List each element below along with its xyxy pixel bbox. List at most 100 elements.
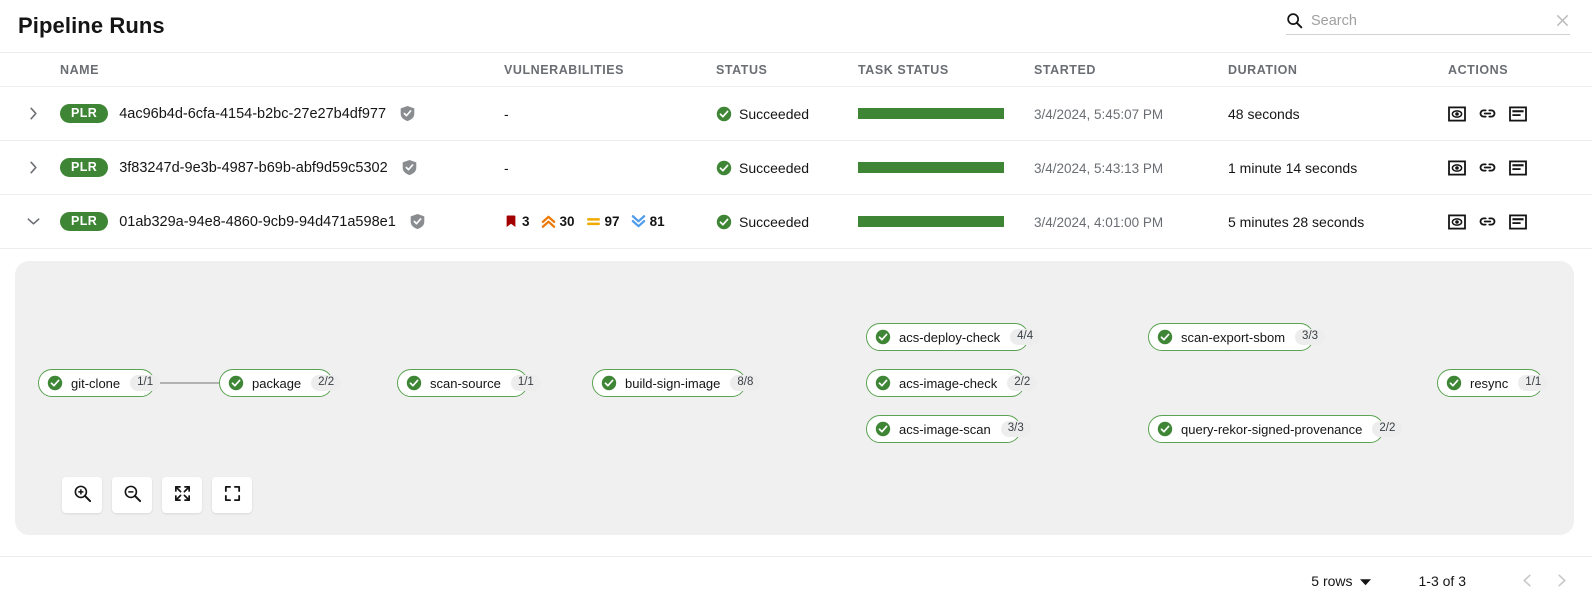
graph-node-label: git-clone bbox=[71, 375, 121, 391]
column-name: NAME bbox=[60, 52, 504, 87]
shield-check-icon bbox=[401, 159, 418, 176]
column-task-status: TASK STATUS bbox=[858, 52, 1034, 87]
task-status-bar[interactable] bbox=[858, 108, 1004, 119]
link-icon[interactable] bbox=[1478, 213, 1497, 231]
column-started: STARTED bbox=[1034, 52, 1228, 87]
rows-per-page-select[interactable]: 5 rows bbox=[1311, 572, 1371, 589]
expand-arrows-icon bbox=[173, 484, 192, 506]
check-circle-icon bbox=[228, 375, 244, 391]
check-circle-icon bbox=[601, 375, 617, 391]
run-name-link[interactable]: 01ab329a-94e8-4860-9cb9-94d471a598e1 bbox=[119, 213, 396, 230]
task-status-bar-succeeded bbox=[858, 162, 1004, 173]
graph-node-count: 1/1 bbox=[1518, 375, 1549, 391]
column-status: STATUS bbox=[716, 52, 858, 87]
pagination-footer: 5 rows 1-3 of 3 bbox=[0, 556, 1592, 604]
view-logs-icon[interactable] bbox=[1448, 213, 1466, 231]
run-name-link[interactable]: 4ac96b4d-6cfa-4154-b2bc-27e27b4df977 bbox=[119, 105, 387, 122]
chevron-right-icon[interactable] bbox=[22, 103, 44, 125]
prev-page-button[interactable] bbox=[1510, 564, 1544, 598]
graph-node-label: acs-image-check bbox=[899, 375, 998, 391]
plr-badge: PLR bbox=[60, 157, 109, 178]
plr-badge: PLR bbox=[60, 211, 109, 232]
status-label: Succeeded bbox=[739, 105, 810, 122]
graph-node-label: scan-source bbox=[430, 375, 501, 391]
details-icon[interactable] bbox=[1509, 213, 1527, 231]
pipeline-runs-table: NAME VULNERABILITIES STATUS TASK STATUS … bbox=[0, 52, 1592, 249]
check-circle-icon bbox=[1157, 329, 1173, 345]
row-name-cell: PLR 3f83247d-9e3b-4987-b69b-abf9d59c5302 bbox=[60, 140, 504, 195]
details-icon[interactable] bbox=[1509, 105, 1527, 123]
check-circle-icon bbox=[875, 375, 891, 391]
chevron-down-icon[interactable] bbox=[22, 211, 44, 233]
column-duration: DURATION bbox=[1228, 52, 1448, 87]
rows-per-page-label: 5 rows bbox=[1311, 572, 1353, 589]
run-name-link[interactable]: 3f83247d-9e3b-4987-b69b-abf9d59c5302 bbox=[119, 159, 388, 176]
fit-view-button[interactable] bbox=[162, 477, 202, 513]
details-icon[interactable] bbox=[1509, 159, 1527, 177]
check-circle-icon bbox=[716, 106, 732, 122]
row-task-status-cell bbox=[858, 140, 1034, 195]
row-status-cell: Succeeded bbox=[716, 194, 858, 249]
link-icon[interactable] bbox=[1478, 105, 1497, 123]
chevron-left-icon bbox=[1520, 573, 1535, 588]
graph-node-label: acs-image-scan bbox=[899, 421, 991, 437]
graph-node-count: 3/3 bbox=[1000, 421, 1031, 437]
view-logs-icon[interactable] bbox=[1448, 159, 1466, 177]
view-logs-icon[interactable] bbox=[1448, 105, 1466, 123]
close-icon[interactable] bbox=[1555, 13, 1570, 28]
duration-value: 5 minutes 28 seconds bbox=[1228, 213, 1365, 230]
link-icon[interactable] bbox=[1478, 159, 1497, 177]
page-title: Pipeline Runs bbox=[18, 13, 165, 38]
graph-node-scan-source[interactable]: scan-source 1/1 bbox=[397, 369, 541, 397]
chevron-right-icon[interactable] bbox=[22, 157, 44, 179]
graph-node-acs-image-check[interactable]: acs-image-check 2/2 bbox=[866, 369, 1038, 397]
chevron-double-up-icon bbox=[541, 214, 556, 229]
started-timestamp: 3/4/2024, 5:43:13 PM bbox=[1034, 160, 1164, 176]
check-circle-icon bbox=[1157, 421, 1173, 437]
zoom-in-button[interactable] bbox=[62, 477, 102, 513]
duration-value: 48 seconds bbox=[1228, 105, 1300, 122]
check-circle-icon bbox=[1446, 375, 1462, 391]
graph-node-count: 2/2 bbox=[1007, 375, 1038, 391]
row-status-cell: Succeeded bbox=[716, 140, 858, 195]
vulnerability-low: 81 bbox=[631, 214, 665, 229]
graph-node-count: 1/1 bbox=[510, 375, 541, 391]
graph-node-label: build-sign-image bbox=[625, 375, 721, 391]
reset-view-button[interactable] bbox=[212, 477, 252, 513]
row-task-status-cell bbox=[858, 86, 1034, 141]
task-status-bar[interactable] bbox=[858, 162, 1004, 173]
search-box[interactable] bbox=[1286, 12, 1570, 35]
graph-node-label: scan-export-sbom bbox=[1181, 329, 1286, 345]
graph-toolbar bbox=[62, 477, 252, 513]
zoom-out-button[interactable] bbox=[112, 477, 152, 513]
search-icon bbox=[1286, 12, 1303, 29]
graph-node-label: query-rekor-signed-provenance bbox=[1181, 421, 1363, 437]
row-actions-cell bbox=[1448, 140, 1592, 195]
fullscreen-icon bbox=[223, 484, 242, 506]
row-expander-cell bbox=[0, 86, 60, 141]
search-input[interactable] bbox=[1311, 12, 1547, 29]
table-header: NAME VULNERABILITIES STATUS TASK STATUS … bbox=[0, 52, 1592, 87]
started-timestamp: 3/4/2024, 5:45:07 PM bbox=[1034, 106, 1164, 122]
next-page-button[interactable] bbox=[1544, 564, 1578, 598]
task-status-bar-succeeded bbox=[858, 108, 1004, 119]
task-status-bar[interactable] bbox=[858, 216, 1004, 227]
vulnerability-count: 81 bbox=[649, 214, 665, 229]
check-circle-icon bbox=[875, 329, 891, 345]
table-row[interactable]: PLR 01ab329a-94e8-4860-9cb9-94d471a598e1 3… bbox=[0, 194, 1592, 249]
graph-node-acs-image-scan[interactable]: acs-image-scan 3/3 bbox=[866, 415, 1031, 443]
column-actions: ACTIONS bbox=[1448, 52, 1592, 87]
vulnerability-high: 30 bbox=[541, 214, 575, 229]
